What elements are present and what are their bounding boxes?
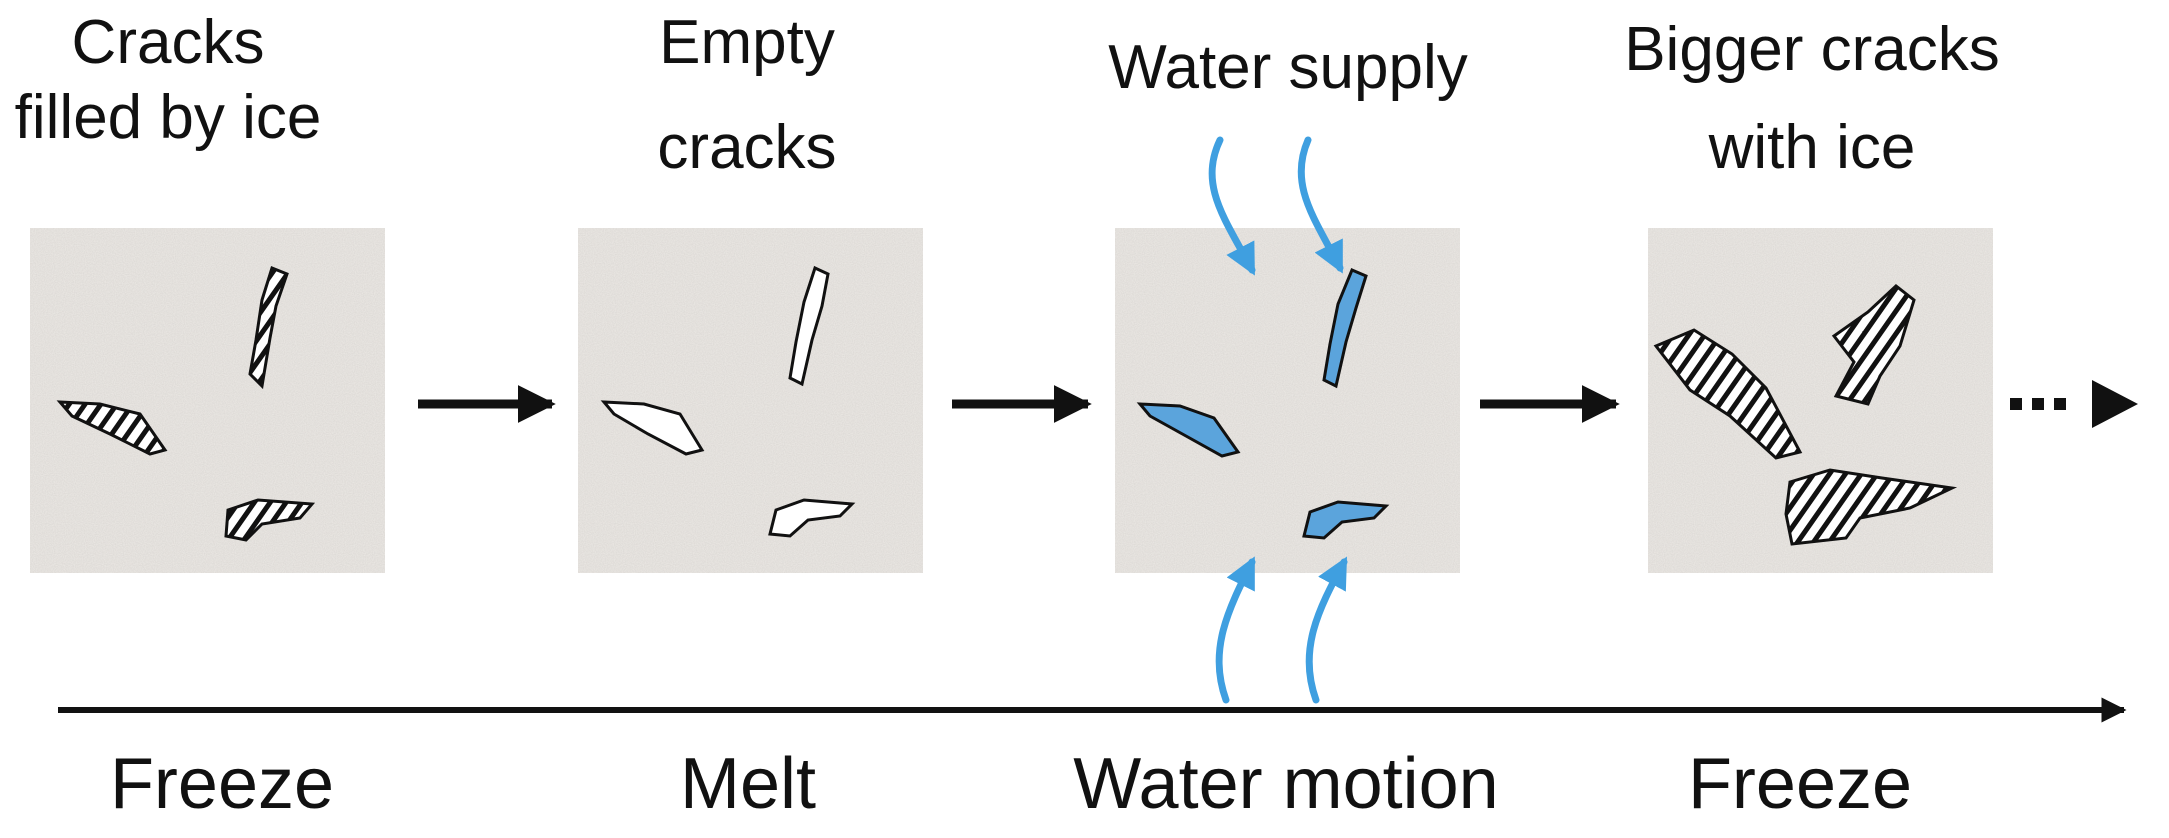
water-crack xyxy=(1302,500,1390,540)
stage-2-label-line2: cracks xyxy=(657,113,836,182)
phase-label-freeze-2: Freeze xyxy=(1688,744,1912,824)
empty-crack xyxy=(600,400,705,456)
ice-crack xyxy=(224,498,316,542)
stage-3-rock-sample xyxy=(1115,228,1460,573)
stage-4-label-line2: with ice xyxy=(1708,113,1916,182)
phase-label-water-motion: Water motion xyxy=(1073,744,1498,824)
bigger-ice-crack xyxy=(1653,328,1803,460)
water-supply-arrows xyxy=(1208,136,1348,704)
empty-crack xyxy=(768,498,856,538)
stage-1-label-line1: Cracks xyxy=(72,8,265,77)
empty-crack xyxy=(788,265,830,387)
stage-2-rock-sample xyxy=(578,228,923,573)
water-crack xyxy=(1322,268,1368,389)
phase-label-melt: Melt xyxy=(680,744,816,824)
continuation-dotted-arrow-icon xyxy=(2010,380,2138,428)
stage-4-rock-sample xyxy=(1648,228,1993,573)
water-crack xyxy=(1136,402,1241,458)
phase-label-freeze-1: Freeze xyxy=(110,744,334,824)
ice-crack xyxy=(56,400,168,456)
stage-1-rock-sample xyxy=(30,228,385,573)
water-supply-arrow-icon xyxy=(1305,556,1348,704)
stage-1-label-line2: filled by ice xyxy=(15,83,322,152)
water-supply-arrow-icon xyxy=(1215,556,1256,704)
water-supply-arrow-icon xyxy=(1208,136,1256,276)
stage-2-label-line1: Empty xyxy=(659,8,835,77)
stage-4-label-line1: Bigger cracks xyxy=(1624,15,2000,84)
bigger-ice-crack xyxy=(1831,284,1916,406)
ice-crack xyxy=(248,266,289,390)
stage-3-label: Water supply xyxy=(1108,33,1468,102)
water-supply-arrow-icon xyxy=(1297,136,1344,274)
bigger-ice-crack xyxy=(1784,468,1958,546)
